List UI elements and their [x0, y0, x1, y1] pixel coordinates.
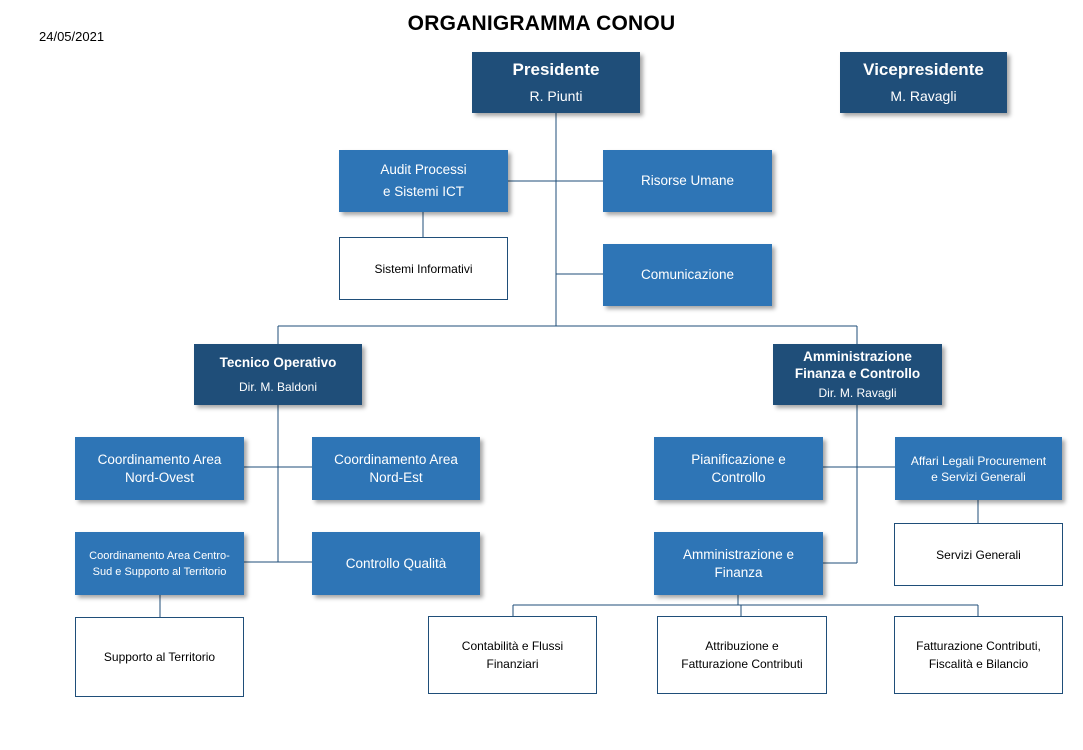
node-audit-processi: Audit Processi e Sistemi ICT [339, 150, 508, 212]
node-vicepresidente: Vicepresidente M. Ravagli [840, 52, 1007, 113]
node-sistemi-informativi: Sistemi Informativi [339, 237, 508, 300]
node-amministrazione-finanza-controllo: Amministrazione Finanza e Controllo Dir.… [773, 344, 942, 405]
node-line: e Servizi Generali [931, 469, 1026, 484]
page-title: ORGANIGRAMMA CONOU [407, 12, 676, 35]
node-line: Fatturazione Contributi [681, 657, 803, 671]
node-person: M. Ravagli [890, 87, 957, 104]
node-coordinamento-centro-sud: Coordinamento Area Centro- Sud e Support… [75, 532, 244, 595]
node-label: Supporto al Territorio [103, 650, 216, 664]
node-line: Pianificazione e [691, 451, 786, 467]
node-line: Finanza [714, 564, 763, 580]
node-person: Dir. M. Baldoni [238, 379, 318, 394]
node-line: Attribuzione e [705, 639, 779, 653]
node-coordinamento-nord-ovest: Coordinamento Area Nord-Ovest [75, 437, 244, 500]
node-line: Fiscalità e Bilancio [928, 657, 1029, 671]
node-title-line: Amministrazione [803, 348, 912, 364]
node-pianificazione-controllo: Pianificazione e Controllo [654, 437, 823, 500]
date-label: 24/05/2021 [39, 29, 105, 44]
node-person: Dir. M. Ravagli [818, 385, 897, 400]
node-line: Coordinamento Area [97, 451, 222, 467]
node-line: Controllo [711, 469, 766, 485]
node-title: Vicepresidente [863, 59, 984, 79]
node-tecnico-operativo: Tecnico Operativo Dir. M. Baldoni [194, 344, 362, 405]
node-line: Audit Processi [380, 162, 467, 177]
node-coordinamento-nord-est: Coordinamento Area Nord-Est [312, 437, 480, 500]
node-fatturazione: Fatturazione Contributi, Fiscalità e Bil… [894, 616, 1063, 694]
node-label: Controllo Qualità [345, 555, 447, 571]
node-attribuzione: Attribuzione e Fatturazione Contributi [657, 616, 827, 694]
node-line: Nord-Est [369, 469, 423, 485]
node-controllo-qualita: Controllo Qualità [312, 532, 480, 595]
node-title: Presidente [512, 59, 600, 79]
node-title: Tecnico Operativo [219, 354, 337, 370]
node-line: Amministrazione e [682, 546, 795, 562]
node-title-line: Finanza e Controllo [794, 365, 921, 381]
node-presidente: Presidente R. Piunti [472, 52, 640, 113]
node-label: Comunicazione [640, 267, 735, 282]
node-servizi-generali: Servizi Generali [894, 523, 1063, 586]
node-label: Sistemi Informativi [374, 261, 473, 276]
node-affari-legali: Affari Legali Procurement e Servizi Gene… [895, 437, 1062, 500]
node-comunicazione: Comunicazione [603, 244, 772, 306]
node-person: R. Piunti [529, 87, 583, 104]
node-line: Coordinamento Area [334, 451, 458, 467]
node-label: Servizi Generali [936, 547, 1021, 562]
node-line: e Sistemi ICT [382, 184, 464, 199]
node-label: Risorse Umane [640, 173, 735, 188]
node-line: Nord-Ovest [124, 469, 195, 485]
node-line: Contabilità e Flussi [461, 639, 564, 653]
node-risorse-umane: Risorse Umane [603, 150, 772, 212]
node-line: Fatturazione Contributi, [916, 639, 1041, 653]
node-line: Finanziari [486, 657, 539, 671]
node-amministrazione-finanza: Amministrazione e Finanza [654, 532, 823, 595]
node-line: Coordinamento Area Centro- [89, 549, 230, 562]
node-line: Sud e Supporto al Territorio [92, 565, 227, 578]
node-line: Affari Legali Procurement [910, 453, 1047, 468]
node-contabilita: Contabilità e Flussi Finanziari [428, 616, 597, 694]
node-supporto-territorio: Supporto al Territorio [75, 617, 244, 697]
